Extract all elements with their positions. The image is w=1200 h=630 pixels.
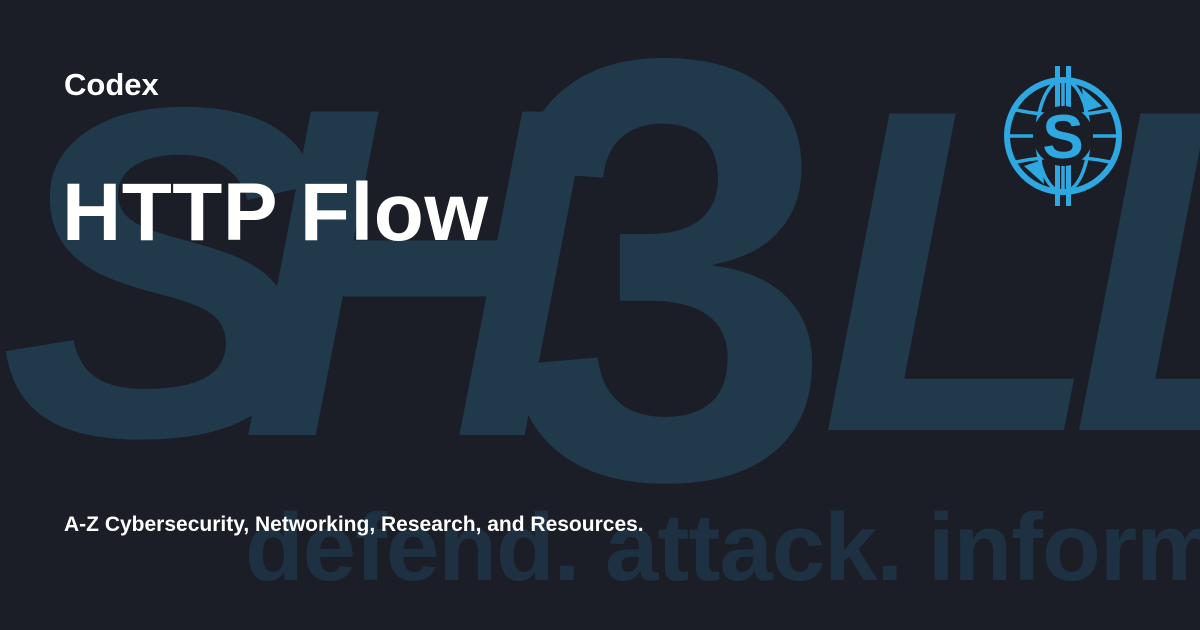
page-description: A-Z Cybersecurity, Networking, Research,… (64, 513, 644, 536)
page-title: HTTP Flow (62, 167, 489, 258)
watermark-tagline: defend. attack. inform. (245, 494, 1200, 601)
watermark-digit-3: 3 (500, 0, 834, 605)
sh3ll-logo-icon: S (1000, 66, 1130, 206)
watermark-letter-h: H (240, 10, 579, 535)
brand-name: Codex (64, 67, 159, 102)
watermark-letter-s: S (0, 10, 320, 535)
logo-glyph: S (1042, 103, 1083, 172)
